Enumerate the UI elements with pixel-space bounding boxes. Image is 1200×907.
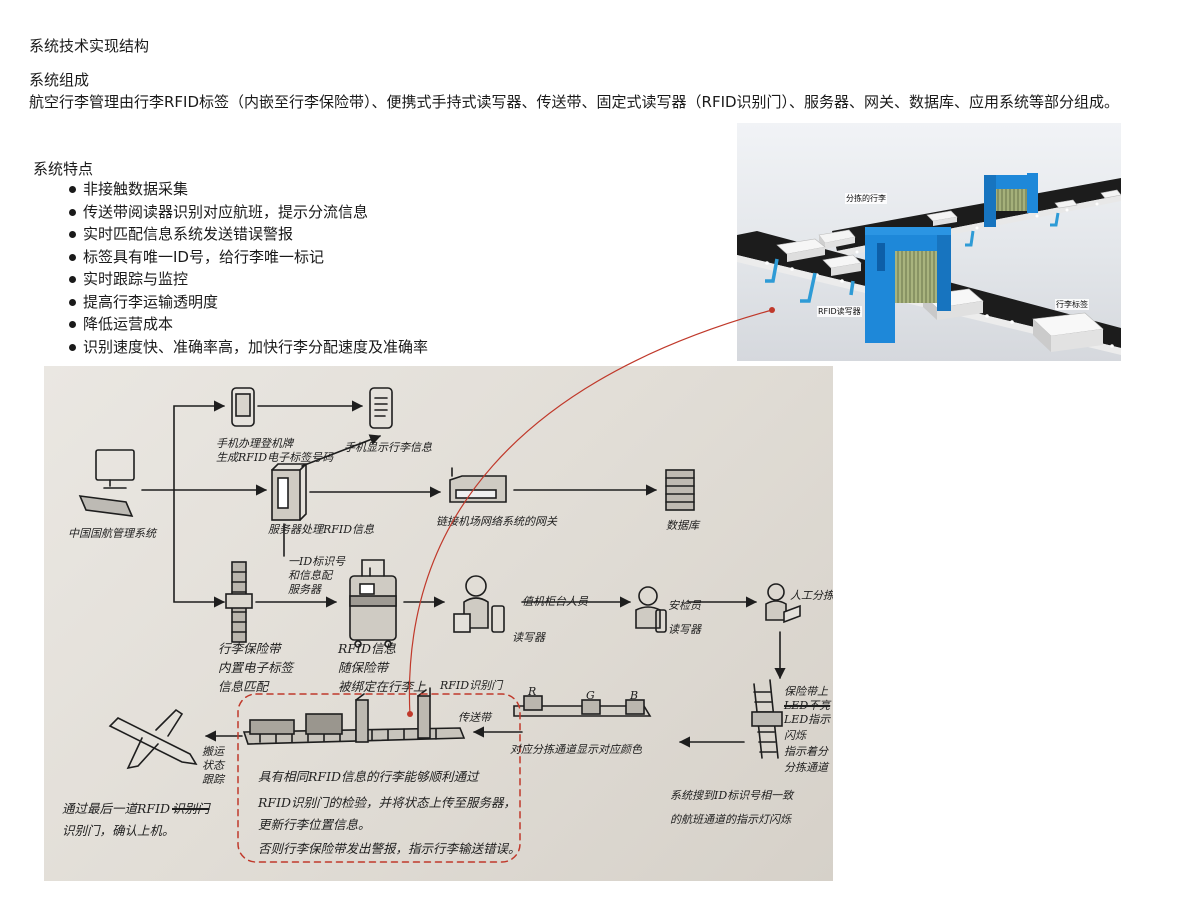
bullet-icon: [69, 321, 76, 328]
final-gate-strike: 识别门: [172, 801, 210, 816]
airplane-icon: [108, 708, 198, 770]
bin-r-label: R: [528, 685, 537, 698]
phone-show-label: 手机显示行李信息: [344, 441, 432, 454]
sorted-baggage-label: 分拣的行李: [845, 193, 887, 204]
belt-label: 传送带: [458, 711, 491, 724]
rfid-info-label-1: RFID信息: [338, 641, 397, 656]
channel-display-label: 对应分拣通道显示对应颜色: [510, 743, 642, 756]
gate-note-4: 否则行李保险带发出警报，指示行李输送错误。: [258, 841, 521, 856]
gate-note-2: RFID识别门的检验，并将状态上传至服务器，: [258, 795, 517, 810]
bin-g-label: G: [586, 689, 595, 702]
bullet-icon: [69, 253, 76, 261]
bin-b-label: B: [630, 689, 639, 702]
server-icon: [271, 463, 308, 521]
database-label: 数据库: [666, 519, 699, 532]
feature-item: 实时跟踪与监控: [66, 268, 428, 291]
phone-caption-1: 手机办理登机牌: [216, 437, 293, 450]
led-label-1: 保险带上: [784, 685, 828, 698]
led-label-5: 指示着分: [784, 745, 828, 758]
feature-item: 非接触数据采集: [66, 178, 428, 201]
strap-label-3: 信息匹配: [218, 679, 269, 694]
computer-icon: [78, 449, 135, 517]
back-rfid-reader-gate: [984, 173, 1038, 227]
final-gate-label-1: 通过最后一道RFID: [62, 801, 171, 816]
suitcase-icon: [349, 559, 397, 648]
led-label-6: 分拣通道: [784, 761, 828, 774]
gate-note-3: 更新行李位置信息。: [258, 817, 371, 832]
page-title: 系统技术实现结构: [29, 37, 150, 55]
strap-label-2: 内置电子标签: [218, 660, 294, 675]
checkin-label: 值机柜台人员: [522, 595, 588, 608]
led-label-4: 闪烁: [784, 729, 806, 742]
bullet-icon: [69, 343, 76, 351]
conveyor-illustration: [737, 173, 1121, 355]
feature-item: 实时匹配信息系统发送错误警报: [66, 223, 428, 246]
feature-item: 标签具有唯一ID号，给行李唯一标记: [66, 246, 428, 269]
database-icon: [665, 469, 695, 511]
server-label: 服务器处理RFID信息: [268, 523, 375, 536]
led-label-2: LED不亮: [784, 699, 831, 712]
rfid-gate-conveyor-icon: [242, 687, 466, 745]
feature-item: 提高行李运输透明度: [66, 291, 428, 314]
hand-drawn-flow-diagram: 手机办理登机牌 生成RFID电子标签号码 手机显示行李信息 服务器处理RFID信…: [44, 366, 833, 881]
security-label: 安检员: [668, 599, 701, 612]
bullet-icon: [69, 276, 76, 283]
led-label-3: LED指示: [784, 713, 831, 726]
features-list: 非接触数据采集 传送带阅读器识别对应航班，提示分流信息 实时匹配信息系统发送错误…: [66, 178, 428, 358]
rfid-reader-label: RFID读写器: [817, 306, 862, 317]
gateway-label: 链接机场网络系统的网关: [436, 515, 557, 528]
reader-label-1: 读写器: [512, 631, 545, 644]
final-gate-label-2: 识别门，确认上机。: [62, 823, 175, 838]
back-belt-legs: [965, 212, 1060, 247]
system-label: 中国国航管理系统: [68, 527, 156, 540]
tag-id-label-3: 服务器: [288, 583, 321, 596]
manual-sort-label: 人工分拣: [790, 589, 833, 602]
checkin-staff-icon: [453, 575, 505, 633]
rfid-gate-label: RFID识别门: [440, 679, 503, 692]
front-rfid-reader-gate: [865, 227, 951, 343]
conveyor-render-image: 分拣的行李 RFID读写器 行李标签: [737, 123, 1121, 361]
bullet-icon: [69, 298, 76, 306]
match-label-1: 系统搜到ID标识号相一致: [670, 789, 794, 802]
front-belt-legs: [765, 258, 855, 303]
composition-heading: 系统组成: [29, 71, 90, 89]
baggage-tag-label: 行李标签: [1055, 299, 1089, 310]
strap-label-1: 行李保险带: [218, 641, 281, 656]
tag-id-label: 一ID标识号: [288, 555, 346, 568]
back-boxes: [818, 189, 1121, 249]
composition-text: 航空行李管理由行李RFID标签（内嵌至行李保险带）、便携式手持式读写器、传送带、…: [29, 93, 1120, 111]
bullet-icon: [69, 231, 76, 238]
match-label-2: 的航班通道的指示灯闪烁: [670, 813, 791, 826]
gate-note-1: 具有相同RFID信息的行李能够顺利通过: [258, 769, 479, 784]
tracking-label-2: 状态: [202, 759, 224, 772]
luggage-strap-icon: [225, 561, 253, 643]
security-staff-icon: [635, 586, 667, 633]
feature-item: 识别速度快、准确率高，加快行李分配速度及准确率: [66, 336, 428, 359]
tracking-label-1: 搬运: [202, 745, 224, 758]
rfid-gate-highlight-box: [237, 693, 521, 863]
reader-label-2: 读写器: [668, 623, 701, 636]
feature-item: 传送带阅读器识别对应航班，提示分流信息: [66, 201, 428, 224]
tracking-label-3: 跟踪: [202, 773, 224, 786]
rfid-info-label-2: 随保险带: [338, 660, 389, 675]
tag-id-label-2: 和信息配: [288, 569, 332, 582]
rfid-info-label-3: 被绑定在行李上: [338, 679, 426, 694]
bullet-icon: [69, 208, 76, 216]
gateway-icon: [449, 467, 507, 503]
feature-item: 降低运营成本: [66, 313, 428, 336]
bullet-icon: [69, 186, 76, 193]
sorting-conveyor-icon: [751, 679, 783, 759]
phone-with-info-icon: [369, 387, 393, 429]
phone-caption-2: 生成RFID电子标签号码: [216, 451, 334, 464]
features-heading: 系统特点: [33, 160, 94, 178]
phone-icon: [231, 387, 255, 427]
